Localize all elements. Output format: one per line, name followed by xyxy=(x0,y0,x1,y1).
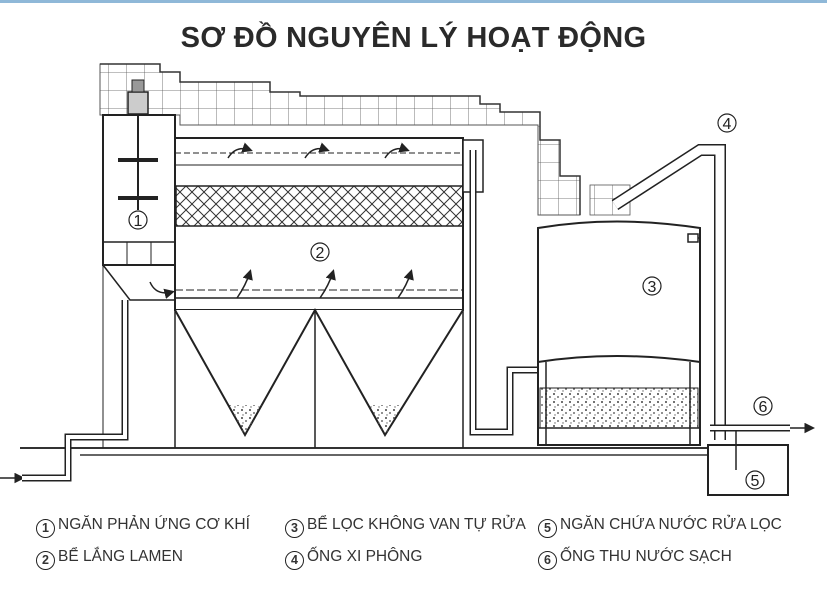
legend-number: 3 xyxy=(285,519,304,538)
legend-text: BỂ LẮNG LAMEN xyxy=(58,548,183,565)
legend-number: 6 xyxy=(538,551,557,570)
legend-number: 5 xyxy=(538,519,557,538)
callout-4: 4 xyxy=(723,116,732,133)
top-accent-bar xyxy=(0,0,827,3)
legend-text: NGĂN PHẢN ỨNG CƠ KHÍ xyxy=(58,516,250,533)
callout-5: 5 xyxy=(751,473,760,490)
mixing-chamber xyxy=(102,79,176,301)
valveless-filter-tank xyxy=(537,220,701,446)
legend-number: 2 xyxy=(36,551,55,570)
legend-text: ỐNG THU NƯỚC SẠCH xyxy=(560,548,732,565)
inlet-pipe xyxy=(22,300,129,482)
backwash-chamber xyxy=(707,444,789,496)
legend-text: BỂ LỌC KHÔNG VAN TỰ RỬA xyxy=(307,516,526,533)
siphon-pipe xyxy=(611,144,726,445)
legend-text: NGĂN CHỨA NƯỚC RỬA LỌC xyxy=(560,516,782,533)
callout-3: 3 xyxy=(648,279,657,296)
legend-number: 1 xyxy=(36,519,55,538)
lamella-settling-tank xyxy=(102,137,538,448)
legend-text: ỐNG XI PHÔNG xyxy=(307,548,423,565)
motor-icon xyxy=(127,91,149,115)
callout-2: 2 xyxy=(316,245,325,262)
callout-1: 1 xyxy=(134,213,143,230)
diagram-title: SƠ ĐỒ NGUYÊN LÝ HOẠT ĐỘNG xyxy=(180,22,647,54)
callout-labels: 1 2 3 4 5 6 xyxy=(128,113,773,490)
callout-6: 6 xyxy=(759,399,768,416)
legend-number: 4 xyxy=(285,551,304,570)
